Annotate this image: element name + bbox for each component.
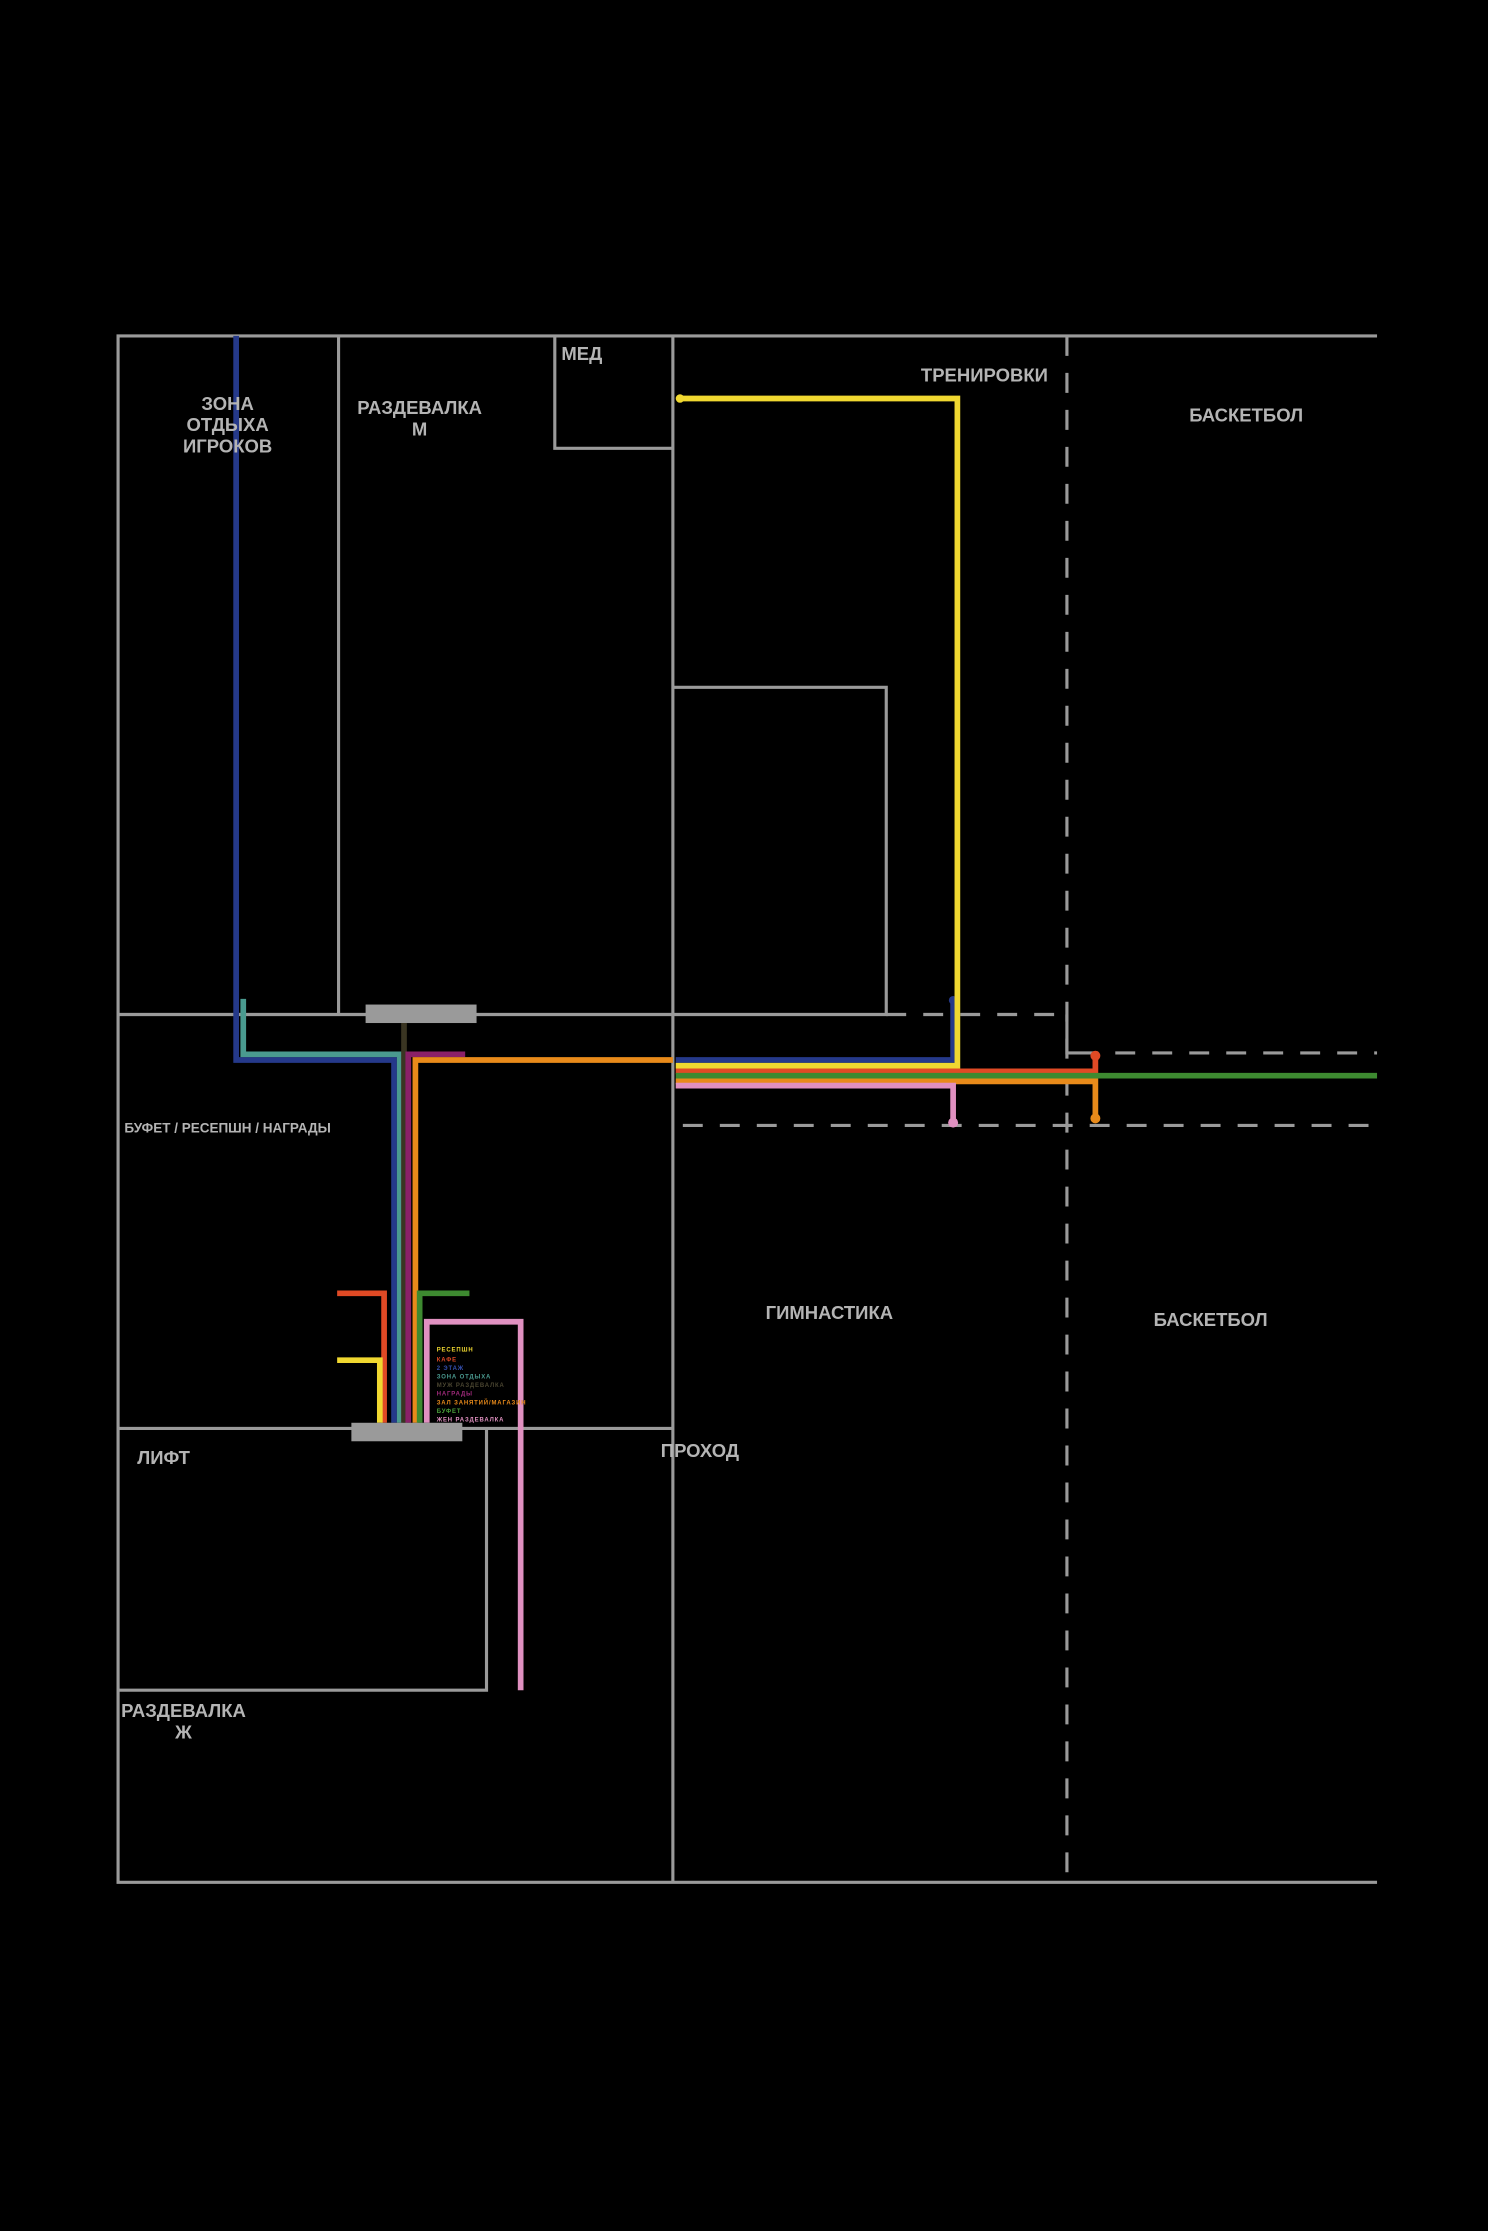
route-reception-end	[675, 394, 685, 403]
entrance-bar-top	[365, 1004, 477, 1024]
legend-item: ЖЕН РАЗДЕВАЛКА	[436, 1417, 505, 1423]
label-basketball-top: БАСКЕТБОЛ	[1189, 404, 1303, 425]
route-2nd-floor-right	[675, 1000, 956, 1063]
routes	[233, 335, 1378, 1691]
entrance-bar-bottom	[351, 1422, 463, 1442]
route-hall-shop-end	[1090, 1113, 1101, 1124]
legend-item: РЕСЕПШН	[437, 1348, 474, 1354]
route-locker-f-end	[948, 1117, 959, 1128]
route-cafe	[337, 1290, 387, 1423]
legend-item: НАГРАДЫ	[437, 1392, 473, 1398]
label-training: ТРЕНИРОВКИ	[921, 364, 1048, 385]
legend-item: ЗАЛ ЗАНЯТИЙ/МАГАЗИН	[437, 1398, 527, 1406]
route-buffet	[416, 1290, 470, 1423]
route-hall-shop-right	[675, 1078, 1099, 1119]
walls	[116, 334, 1378, 1884]
route-rest-zone	[240, 998, 403, 1423]
route-locker-f	[423, 1318, 524, 1691]
legend-item: 2 ЭТАЖ	[437, 1366, 464, 1372]
route-locker-f-right	[675, 1082, 956, 1123]
legend-item: КАФЕ	[437, 1358, 457, 1364]
route-awards	[405, 1051, 466, 1423]
legend-item: ЗОНА ОТДЫХА	[437, 1375, 492, 1381]
route-reception	[337, 1357, 383, 1423]
label-med: МЕД	[561, 343, 602, 364]
route-cafe-end	[1090, 1050, 1101, 1061]
route-cafe-right	[675, 1055, 1099, 1075]
route-2nd-floor	[233, 335, 397, 1423]
label-gymnastics: ГИМНАСТИКА	[766, 1302, 894, 1323]
route-hall-shop	[412, 1057, 673, 1423]
legend-item: МУЖ РАЗДЕВАЛКА	[437, 1383, 505, 1389]
legend-item: БУФЕТ	[437, 1409, 462, 1415]
label-lift: ЛИФТ	[137, 1447, 190, 1468]
label-buffet: БУФЕТ / РЕСЕПШН / НАГРАДЫ	[124, 1121, 330, 1136]
legend: РЕСЕПШН КАФЕ 2 ЭТАЖ ЗОНА ОТДЫХА МУЖ РАЗД…	[436, 1348, 527, 1424]
route-reception-right	[675, 395, 961, 1069]
label-basketball-bottom: БАСКЕТБОЛ	[1154, 1309, 1268, 1330]
label-passage: ПРОХОД	[661, 1440, 739, 1461]
